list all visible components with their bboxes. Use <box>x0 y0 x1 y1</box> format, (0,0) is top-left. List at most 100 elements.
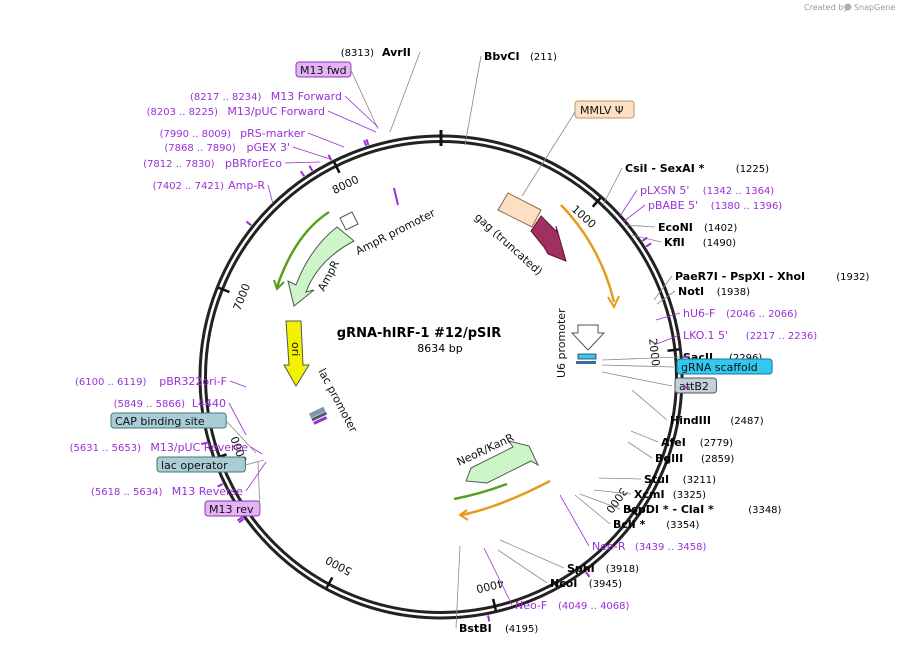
leader-line <box>499 539 565 569</box>
primer-site-mark <box>245 220 252 227</box>
site-left: AvrII(8313) <box>341 46 421 133</box>
site-position: (7402 .. 7421) <box>153 181 225 192</box>
tick-label: 7000 <box>231 282 253 313</box>
site-left: M13 Reverse(5618 .. 5634) <box>91 461 267 498</box>
leader-line <box>602 167 623 206</box>
site-position: (8313) <box>341 48 374 59</box>
primer-name: M13 Reverse <box>172 485 243 498</box>
tick-mark <box>217 286 230 294</box>
plasmid-name: gRNA-hIRF-1 #12/pSIR <box>337 326 501 341</box>
site-position: (5631 .. 5653) <box>70 443 142 454</box>
leader-line <box>250 446 263 455</box>
leader-line <box>559 494 590 547</box>
primer-name: pRS-marker <box>240 127 305 140</box>
primer-site-mark <box>645 242 652 248</box>
feature-box <box>676 358 773 375</box>
tick-mark <box>667 348 680 353</box>
feature-attb2-mark <box>576 361 596 364</box>
tick-mark <box>491 598 498 611</box>
site-position: (3439 .. 3458) <box>635 542 707 553</box>
site-right: gRNA scaffold <box>601 358 773 375</box>
arc-gag-orange-head <box>607 295 620 310</box>
tick-mark <box>325 576 334 589</box>
site-position: (2046 .. 2066) <box>726 309 798 320</box>
primer-name: pBR322ori-F <box>159 375 227 388</box>
primer-name: pLXSN 5' <box>640 184 689 197</box>
box-mmlv <box>574 100 635 119</box>
feature-amp-arrow <box>287 226 355 307</box>
enzyme-name: BclI * <box>613 518 646 531</box>
feature-box-label: CAP binding site <box>115 415 205 428</box>
site-left: M13 fwd <box>295 61 379 130</box>
site-right: BstBI(4195) <box>455 545 538 635</box>
leader-line <box>653 275 673 301</box>
leader-line <box>655 312 681 321</box>
site-left: M13 rev <box>204 461 261 517</box>
feature-neo-arrow <box>465 440 540 484</box>
enzyme-name: XcmI <box>634 488 665 501</box>
leader-line <box>601 364 675 368</box>
site-position: (2217 .. 2236) <box>746 331 818 342</box>
feature-ori-label: ori <box>289 342 302 356</box>
leader-line <box>245 459 265 466</box>
leader-line <box>464 55 482 146</box>
primer-site-mark <box>363 139 367 147</box>
site-left: M13 Forward(8217 .. 8234) <box>190 90 379 128</box>
feature-box <box>110 412 227 429</box>
leader-line <box>344 95 379 128</box>
site-left: pBR322ori-F(6100 .. 6119) <box>75 375 247 388</box>
feature-box <box>674 377 717 394</box>
site-left: pRS-marker(7990 .. 8009) <box>160 127 345 148</box>
primer-site-mark <box>299 170 305 177</box>
feature-box-label: M13 fwd <box>300 64 347 77</box>
primer-site-mark <box>238 518 245 524</box>
site-right: CsiI - SexAI *(1225) <box>602 162 769 206</box>
tick-label: 2000 <box>646 338 662 367</box>
leader-line <box>593 489 632 495</box>
site-position: (8217 .. 8234) <box>190 92 262 103</box>
feature-mmlv-psi <box>497 192 542 228</box>
site-right: hU6-F(2046 .. 2066) <box>655 307 798 321</box>
leader-line <box>245 461 267 492</box>
feature-gag-arrow <box>530 215 567 262</box>
leader-line <box>267 184 274 205</box>
leader-line <box>631 389 668 421</box>
site-right: SphI (3918) <box>499 539 639 575</box>
enzyme-name: SphI <box>567 562 595 575</box>
primer-site-mark <box>216 483 224 488</box>
leader-line <box>307 132 345 148</box>
site-right: NotI(1938) <box>656 285 750 305</box>
site-right: Neo-F(4049 .. 4068) <box>483 547 630 612</box>
primer-site-mark <box>585 571 591 578</box>
leader-line <box>624 224 656 228</box>
leader-line <box>455 545 461 629</box>
primer-site-mark <box>487 615 491 622</box>
tick-label: 4000 <box>475 576 505 595</box>
enzyme-name: BspDI * - ClaI * <box>623 503 714 516</box>
enzyme-name: EcoNI <box>658 221 693 234</box>
site-position: (1380 .. 1396) <box>711 201 783 212</box>
site-right: StuI(3211) <box>598 473 716 486</box>
site-left: M13/pUC Reverse(5631 .. 5653) <box>70 441 263 455</box>
feature-u6-label: U6 promoter <box>555 308 568 378</box>
site-position: (2779) <box>700 438 733 449</box>
enzyme-name: BstBI <box>459 622 492 635</box>
site-right: BbvCI(211) <box>464 50 557 146</box>
site-position: (3918) <box>606 564 639 575</box>
enzyme-name: NcoI <box>550 577 577 590</box>
arc-amp-green <box>275 210 330 288</box>
site-position: (3325) <box>673 490 706 501</box>
leader-line <box>497 549 548 584</box>
primer-site-mark <box>236 516 244 522</box>
enzyme-name: PaeR7I - PspXI - XhoI <box>675 270 805 283</box>
leader-line <box>225 420 257 454</box>
feature-box <box>156 456 246 473</box>
primer-name: Neo-R <box>592 540 626 553</box>
primer-name: Neo-F <box>515 599 547 612</box>
site-position: (211) <box>530 52 557 63</box>
site-right: EcoNI(1402) <box>624 221 737 234</box>
site-position: (3211) <box>683 475 716 486</box>
feature-box-label: gRNA scaffold <box>681 361 758 374</box>
enzyme-name: NotI <box>678 285 704 298</box>
